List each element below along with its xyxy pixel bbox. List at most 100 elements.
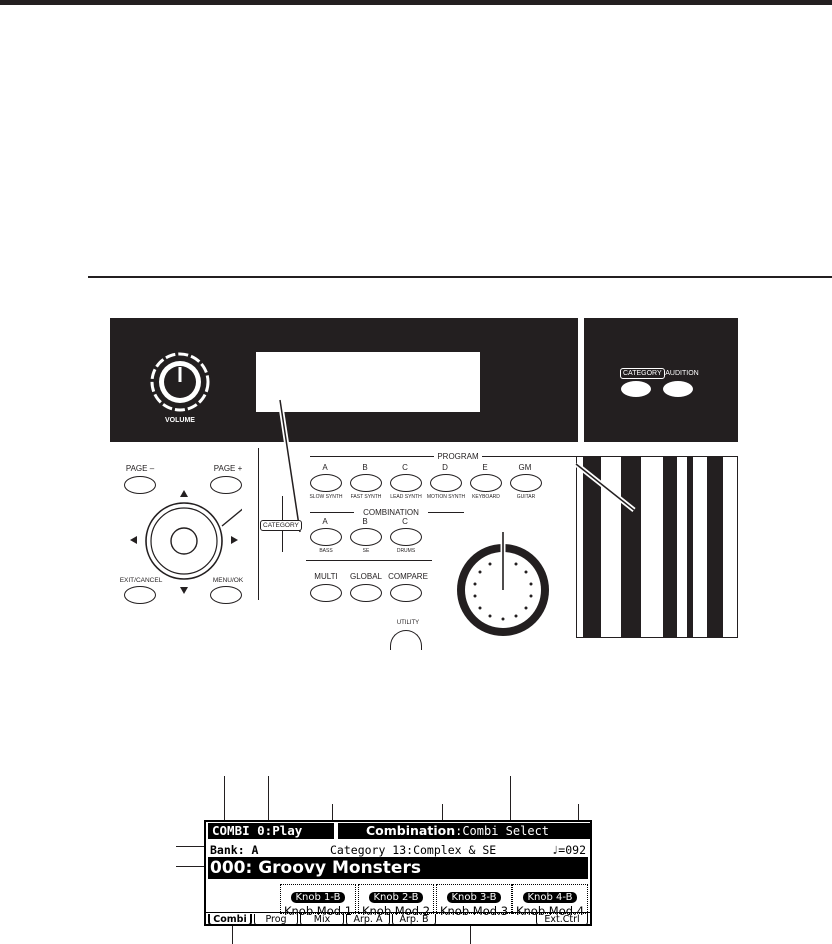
slider-callout xyxy=(574,462,636,512)
tab-arp-a[interactable]: Arp. A xyxy=(346,914,390,926)
bank-label[interactable]: Bank: A xyxy=(210,843,259,857)
exit-cancel-label: EXIT/CANCEL xyxy=(119,577,163,584)
page-plus-button[interactable] xyxy=(210,476,242,494)
knob-2-value: Knob Mod.2 xyxy=(361,904,431,918)
program-c-top: C xyxy=(402,463,408,472)
tab-ext-ctrl[interactable]: Ext.Ctrl xyxy=(536,914,588,926)
program-b-bottom: FAST SYNTH xyxy=(350,494,382,500)
value-dial[interactable] xyxy=(450,530,556,640)
knob-4-label: Knob 4-B xyxy=(523,892,577,903)
callout-page xyxy=(268,776,269,822)
volume-knob[interactable] xyxy=(146,352,214,416)
program-header: PROGRAM xyxy=(437,452,479,461)
program-gm-bottom: GUITAR xyxy=(516,494,536,500)
page-header: Combination:Combi Select xyxy=(338,823,590,839)
tab-prog[interactable]: Prog xyxy=(254,914,298,926)
program-d-top: D xyxy=(442,463,448,472)
knob-3-label: Knob 3-B xyxy=(447,892,501,903)
program-rule-right xyxy=(482,456,576,457)
combination-b-bottom: SE xyxy=(362,548,370,554)
global-button[interactable] xyxy=(350,584,382,602)
menu-ok-button[interactable] xyxy=(210,586,242,604)
knob-2-slot[interactable]: Knob 2-B Knob Mod.2 xyxy=(358,884,434,918)
multi-button[interactable] xyxy=(310,584,342,602)
knob-1-label: Knob 1-B xyxy=(291,892,345,903)
volume-label: VOLUME xyxy=(165,417,195,424)
utility-button[interactable] xyxy=(390,630,422,650)
program-a-bottom: SLOW SYNTH xyxy=(309,494,343,500)
knob-2-label: Knob 2-B xyxy=(369,892,423,903)
program-b-button[interactable] xyxy=(350,474,382,492)
tab-combi[interactable]: Combi xyxy=(208,914,252,926)
program-gm-button[interactable] xyxy=(510,474,542,492)
callout-name xyxy=(176,866,206,867)
header-rest: :Combi Select xyxy=(455,824,550,838)
compare-button[interactable] xyxy=(390,584,422,602)
mode-page-label: COMBI 0:Play xyxy=(208,823,334,839)
top-border xyxy=(0,0,832,5)
combination-c-top: C xyxy=(402,517,408,526)
program-a-top: A xyxy=(322,463,328,472)
page-minus-label: PAGE – xyxy=(125,464,155,473)
lcd-window xyxy=(256,352,480,412)
program-gm-top: GM xyxy=(518,463,532,472)
header-bold: Combination xyxy=(366,823,456,838)
tempo-label[interactable]: ♩=092 xyxy=(551,843,586,857)
callout-function xyxy=(442,804,443,822)
multi-label: MULTI xyxy=(314,572,338,581)
combination-a-top: A xyxy=(322,517,328,526)
program-rule-left xyxy=(310,456,434,457)
combi-name-field[interactable]: 000: Groovy Monsters xyxy=(208,857,588,879)
menu-ok-label: MENU/OK xyxy=(212,577,244,584)
callout-subpage xyxy=(510,776,511,822)
knob-4-value: Knob Mod.4 xyxy=(515,904,585,918)
combination-b-top: B xyxy=(362,517,368,526)
knob-3-value: Knob Mod.3 xyxy=(439,904,509,918)
program-c-bottom: LEAD SYNTH xyxy=(390,494,422,500)
audition-button[interactable] xyxy=(662,380,694,398)
program-e-button[interactable] xyxy=(470,474,502,492)
program-a-button[interactable] xyxy=(310,474,342,492)
front-panel: VOLUME CATEGORY AUDITION PAGE – PAGE + E… xyxy=(110,318,738,650)
section-rule xyxy=(88,276,832,278)
callout-mode xyxy=(224,776,225,822)
combination-rule-left xyxy=(310,512,354,513)
combination-c-bottom: DRUMS xyxy=(396,548,416,554)
category-side-tag: CATEGORY xyxy=(260,520,302,531)
combination-c-button[interactable] xyxy=(390,528,422,546)
page-tabs: Combi Prog Mix Arp. A Arp. B Ext.Ctrl xyxy=(206,912,590,927)
program-b-top: B xyxy=(362,463,368,472)
callout-tab xyxy=(232,926,233,944)
page-minus-button[interactable] xyxy=(124,476,156,494)
knob-3-slot[interactable]: Knob 3-B Knob Mod.3 xyxy=(436,884,512,918)
cursor-dial[interactable] xyxy=(126,486,242,598)
program-e-bottom: KEYBOARD xyxy=(472,494,500,500)
callout-line xyxy=(277,399,303,533)
global-label: GLOBAL xyxy=(349,572,382,581)
combination-rule-right xyxy=(428,512,464,513)
category-tag: CATEGORY xyxy=(620,368,665,379)
callout-bank xyxy=(176,846,208,847)
category-label[interactable]: Category 13:Complex & SE xyxy=(330,843,497,857)
page-plus-label: PAGE + xyxy=(213,464,243,473)
lcd-header-row: COMBI 0:Play Combination:Combi Select xyxy=(206,822,590,841)
knob-4-slot[interactable]: Knob 4-B Knob Mod.4 xyxy=(512,884,588,918)
mode-rule xyxy=(306,560,432,561)
program-d-button[interactable] xyxy=(430,474,462,492)
program-c-button[interactable] xyxy=(390,474,422,492)
combination-b-button[interactable] xyxy=(350,528,382,546)
audition-label: AUDITION xyxy=(665,370,699,377)
combination-a-bottom: BASS xyxy=(319,548,333,554)
compare-label: COMPARE xyxy=(388,572,428,581)
panel-divider xyxy=(258,448,259,600)
combination-header: COMBINATION xyxy=(363,508,419,517)
program-e-top: E xyxy=(482,463,488,472)
tab-mix[interactable]: Mix xyxy=(300,914,344,926)
audition-frame xyxy=(584,318,738,442)
lcd-screen: COMBI 0:Play Combination:Combi Select Ba… xyxy=(204,820,592,926)
tab-arp-b[interactable]: Arp. B xyxy=(392,914,436,926)
exit-cancel-button[interactable] xyxy=(124,586,156,604)
knob-1-slot[interactable]: Knob 1-B Knob Mod.1 xyxy=(280,884,356,918)
combination-a-button[interactable] xyxy=(310,528,342,546)
category-button[interactable] xyxy=(620,380,652,398)
